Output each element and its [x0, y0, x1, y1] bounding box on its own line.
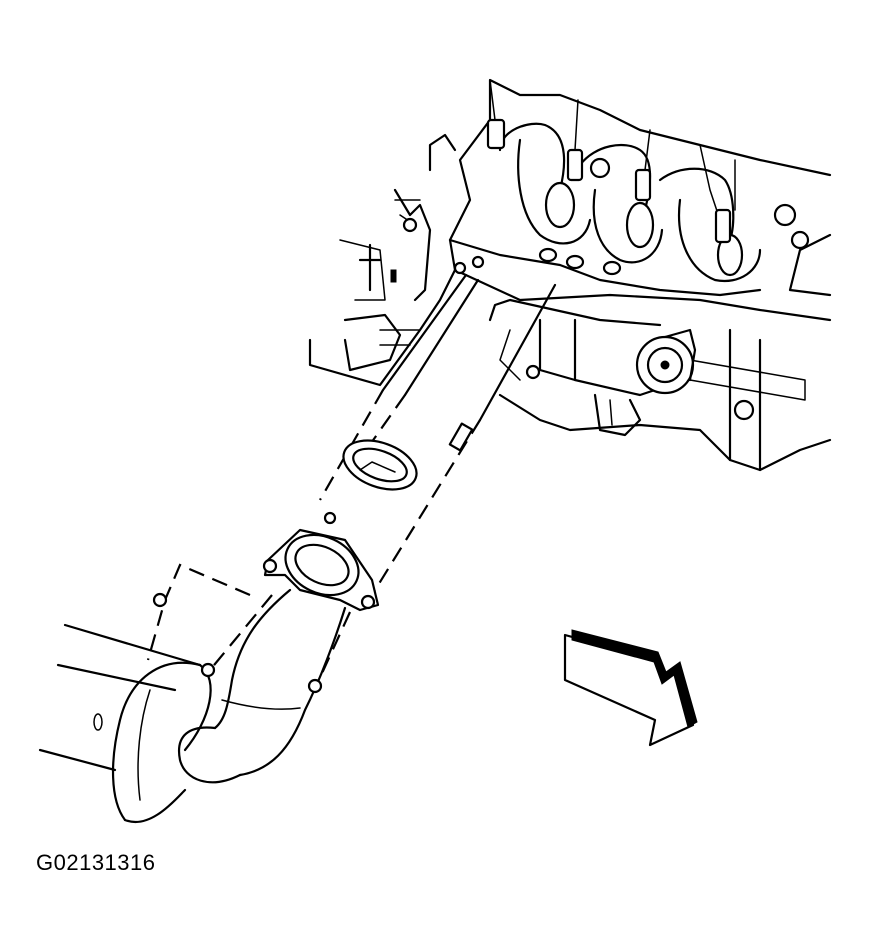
exhaust-manifold	[453, 79, 810, 283]
exhaust-seal	[342, 439, 418, 491]
figure-code: G02131316	[36, 850, 156, 875]
direction-arrow-icon	[563, 629, 698, 747]
exhaust-flange	[262, 511, 380, 612]
starter-motor	[488, 298, 697, 437]
exhaust-pipe	[177, 588, 347, 784]
engine-block	[308, 78, 832, 472]
alignment-lines	[146, 273, 557, 683]
muffler	[38, 592, 323, 824]
